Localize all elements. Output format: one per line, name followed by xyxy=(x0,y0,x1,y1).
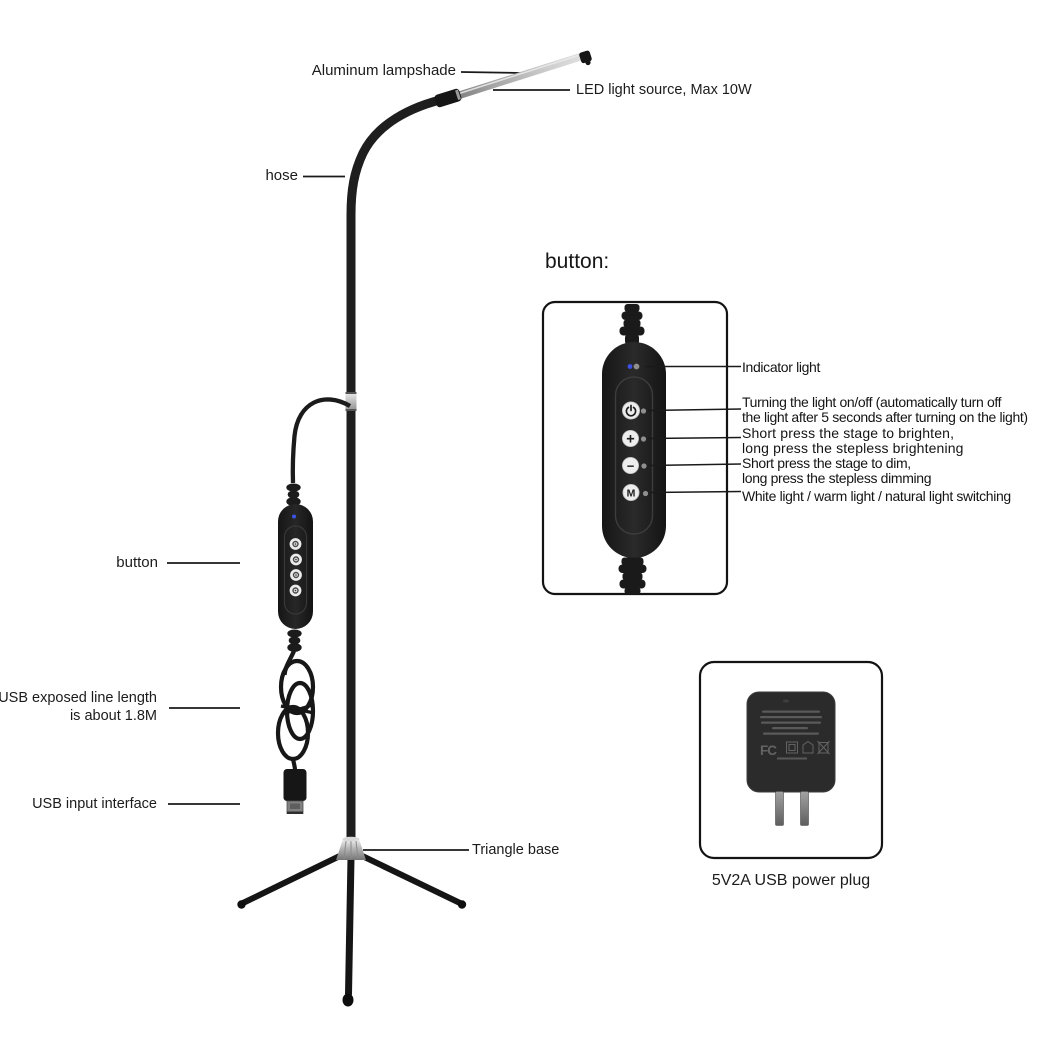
strain-relief-top xyxy=(286,483,301,506)
plus-button: + xyxy=(622,429,647,448)
leg-foot-center xyxy=(342,993,354,1007)
led-source-label: LED light source, Max 10W xyxy=(576,82,752,98)
adapter-bottom-text xyxy=(777,757,807,760)
button-label: button xyxy=(116,554,158,571)
controller-face-outline xyxy=(283,525,308,615)
annotation-dim: Short press the stage to dim, long press… xyxy=(742,456,931,485)
leader-minus xyxy=(648,463,742,467)
power-button xyxy=(622,401,647,420)
plus-button xyxy=(290,553,302,566)
annotation-line: Turning the light on/off (automatically … xyxy=(742,394,1002,410)
leader-aluminum-lampshade xyxy=(460,71,524,74)
indicator-sensor-dot xyxy=(633,363,640,370)
leg-cap-left xyxy=(237,900,246,909)
tripod-leg-center xyxy=(345,854,355,998)
mode-side-dot xyxy=(642,490,649,497)
button-section-heading: button: xyxy=(545,250,610,273)
mode-button: M xyxy=(622,483,649,501)
power-icon xyxy=(625,404,637,417)
annotation-line: Short press the stage to brighten, xyxy=(742,425,955,441)
power-plug-caption: 5V2A USB power plug xyxy=(711,872,871,889)
fcc-mark: FC xyxy=(760,743,777,758)
annotation-line: Indicator light xyxy=(742,358,821,375)
leader-power xyxy=(647,408,742,412)
minus-side-dot xyxy=(641,463,647,469)
usb-input-label: USB input interface xyxy=(32,796,157,812)
leg-cap-right xyxy=(457,900,467,909)
prong-left xyxy=(775,791,784,826)
minus-button: − xyxy=(622,456,647,474)
controller-buttons xyxy=(289,538,302,597)
adapter-screw xyxy=(783,699,789,703)
usb-plug xyxy=(283,769,307,814)
leader-mode xyxy=(649,490,742,494)
strain-relief-bottom-large xyxy=(618,557,647,595)
lamp-head xyxy=(434,50,592,108)
controller-body xyxy=(278,504,313,629)
square-cert-icon xyxy=(786,741,798,754)
power-side-dot xyxy=(640,408,647,414)
pole-joint xyxy=(345,392,357,411)
tripod-base xyxy=(237,836,467,1007)
button-detail-controller: + − M xyxy=(602,304,666,595)
hub-top-cap xyxy=(342,836,360,842)
tripod-leg-left xyxy=(240,849,351,906)
lampshade-highlight xyxy=(455,54,579,96)
aluminum-lampshade-bar xyxy=(447,52,585,103)
leader-plus xyxy=(647,436,742,440)
usb-line-length-line2: is about 1.8M xyxy=(69,707,157,724)
annotation-line: long press the stepless dimming xyxy=(742,469,932,486)
prong-right xyxy=(800,791,809,826)
weee-bin-icon xyxy=(817,740,830,755)
annotation-brighten: Short press the stage to brighten, long … xyxy=(742,426,964,455)
led-end-hook xyxy=(585,59,591,66)
usb-line-length-line1: USB exposed line length xyxy=(0,690,157,706)
controller-body-large xyxy=(602,342,666,558)
inline-controller xyxy=(278,397,352,676)
strain-relief-top-large xyxy=(619,304,645,345)
indicator-light-icon xyxy=(627,364,633,369)
annotation-line: long press the stepless brightening xyxy=(742,439,964,456)
minus-button xyxy=(290,569,302,581)
triangle-base-label: Triangle base xyxy=(472,842,560,858)
leader-lines xyxy=(167,71,570,851)
minus-icon: − xyxy=(627,458,635,473)
hub-ridges xyxy=(343,840,359,860)
power-adapter: FC xyxy=(746,691,836,826)
annotation-power: Turning the light on/off (automatically … xyxy=(742,395,1028,424)
house-cert-icon xyxy=(802,740,814,754)
head-connector xyxy=(434,88,462,108)
tripod-leg-right xyxy=(351,849,463,906)
indicator-light-icon xyxy=(292,514,296,519)
adapter-spec-text xyxy=(760,710,822,735)
plus-icon: + xyxy=(626,432,634,448)
plus-side-dot xyxy=(640,436,647,442)
power-button xyxy=(289,538,302,550)
annotation-line: the light after 5 seconds after turning … xyxy=(742,408,1028,425)
lamp-hose-and-pole xyxy=(346,93,453,848)
mode-icon: M xyxy=(627,487,636,499)
annotation-mode: White light / warm light / natural light… xyxy=(742,489,1011,504)
aluminum-lampshade-label: Aluminum lampshade xyxy=(311,62,456,79)
hose-label: hose xyxy=(265,167,298,184)
cable-tie xyxy=(280,703,315,716)
controller-cable xyxy=(290,397,352,484)
strain-relief-bottom xyxy=(287,629,302,652)
usb-line-length-label: USB exposed line length is about 1.8M xyxy=(0,690,157,725)
mode-button xyxy=(289,584,302,597)
annotation-line: White light / warm light / natural light… xyxy=(742,488,1011,504)
annotation-leader-lines xyxy=(645,365,742,494)
usb-cable-coil xyxy=(275,658,316,771)
annotation-indicator: Indicator light xyxy=(742,358,821,375)
controller-face-outline-large xyxy=(614,376,654,535)
cert-icons xyxy=(786,740,830,755)
annotation-line: Short press the stage to dim, xyxy=(742,455,911,471)
